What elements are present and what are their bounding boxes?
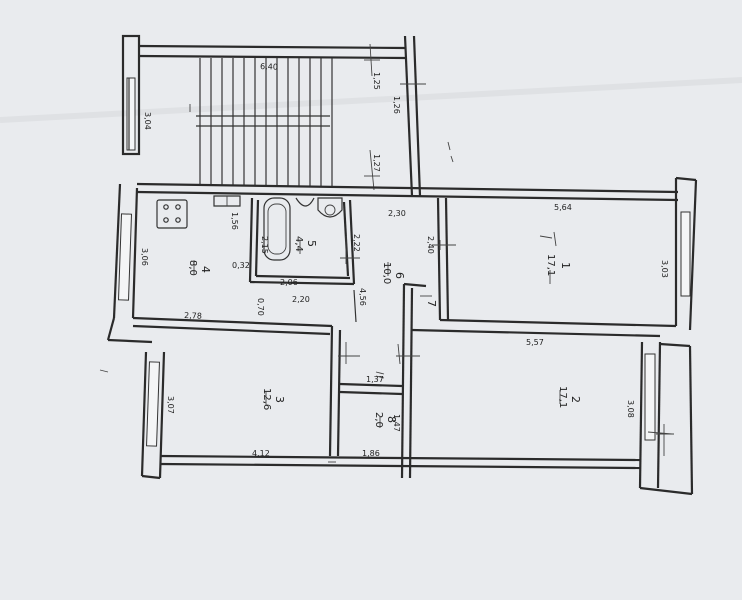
room-labels: 1 17,1 2 17,1 3 12,6 4 8,0 5 4,4 6 10,0 … [187, 236, 582, 428]
room-3-number: 3 [273, 396, 286, 403]
dim-r4-height: 3,06 [140, 248, 149, 266]
room-4-area: 8,0 [187, 260, 198, 276]
dim-r3-height: 3,07 [166, 396, 175, 414]
dim-032: 0,32 [232, 261, 250, 270]
room-6-number: 6 [393, 272, 406, 279]
room-5-number: 5 [305, 240, 318, 247]
dim-r3-width: 4,12 [252, 449, 270, 458]
dim-r4-width: 2,78 [184, 311, 202, 321]
dim-206: 2,06 [280, 278, 298, 287]
room-4-number: 4 [199, 266, 212, 273]
room3-window [146, 361, 160, 447]
room-8-area: 2,0 [373, 412, 384, 428]
room-8-number: 8 [385, 416, 398, 423]
dim-r2-width: 5,57 [526, 338, 544, 347]
dim-r2-height: 3,08 [626, 400, 635, 418]
dim-156: 1,56 [230, 212, 239, 230]
stair-treads [196, 58, 333, 186]
dim-070: 0,70 [256, 298, 265, 316]
bathtub-icon [263, 197, 291, 261]
apartment-walls [106, 176, 698, 496]
dimension-lines [99, 231, 674, 463]
dim-220: 2,20 [292, 295, 310, 304]
room2-window [644, 353, 656, 441]
dim-125: 1,25 [372, 72, 381, 90]
dim-r1-height: 3,03 [660, 260, 669, 278]
staircase [121, 34, 454, 197]
dim-215: 2,15 [260, 236, 269, 254]
stove-icon [156, 199, 188, 229]
room-5-area: 4,4 [293, 236, 304, 252]
dim-127: 1,27 [372, 154, 381, 172]
dim-186: 1,86 [362, 449, 380, 458]
stair-window [126, 77, 136, 151]
room-7-number: 7 [425, 300, 438, 307]
dim-222: 2,22 [352, 234, 361, 252]
dimension-labels: 6,40 3,04 1,25 1,26 1,27 2,30 5,64 3,03 … [140, 62, 669, 458]
interior-walls [248, 197, 677, 479]
dim-240: 2,40 [426, 236, 435, 254]
dim-126: 1,26 [392, 96, 401, 114]
washbasin-icon [295, 197, 315, 207]
dim-230: 2,30 [388, 209, 406, 218]
room-3-area: 12,6 [261, 388, 272, 410]
room1-window [680, 211, 691, 297]
room-6-area: 10,0 [381, 262, 392, 284]
dim-stair-height: 3,04 [143, 112, 152, 130]
dim-147: 1,47 [392, 414, 401, 432]
dim-stair-width: 6,40 [260, 62, 278, 72]
room4-window [117, 213, 133, 301]
room-2-area: 17,1 [557, 386, 568, 408]
dim-137: 1,37 [366, 375, 384, 384]
dim-r1-width: 5,64 [554, 203, 572, 212]
dim-456: 4,56 [358, 288, 367, 306]
room-2-number: 2 [569, 396, 582, 403]
kitchen-sink-icon [213, 195, 241, 207]
room-1-number: 1 [559, 262, 572, 269]
toilet-icon [317, 197, 343, 218]
fixtures [156, 195, 343, 261]
room-1-area: 17,1 [545, 254, 556, 276]
